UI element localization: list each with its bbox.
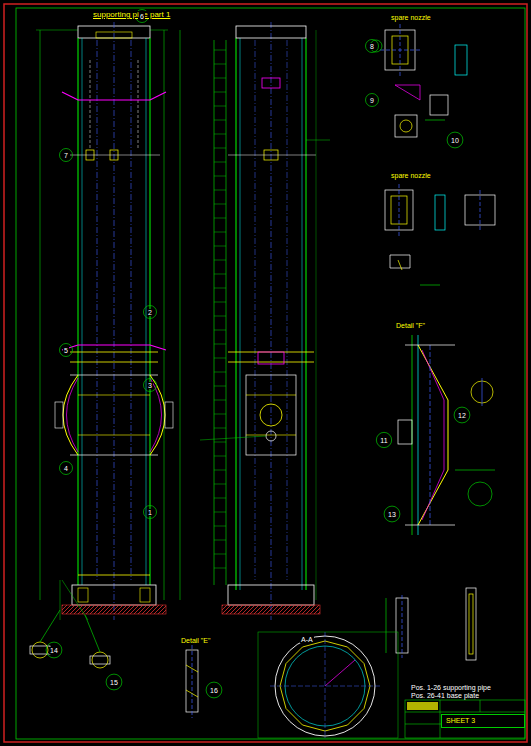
callout-circle xyxy=(206,682,222,698)
title-block-cell: SHEET 3 xyxy=(441,714,525,728)
callout-circle xyxy=(60,344,73,357)
callout-circle xyxy=(454,407,470,423)
drawing-label: Detail "E" xyxy=(180,637,211,644)
callout-circle xyxy=(106,674,122,690)
drawing-label: Detail "F" xyxy=(395,322,426,329)
node-text: SHEET 3 xyxy=(446,717,520,725)
callout-number: 8 xyxy=(369,43,375,50)
callout-circle xyxy=(144,506,157,519)
callout-circle xyxy=(447,132,463,148)
callout-circle xyxy=(46,642,62,658)
drawing-label: Pos. 26-41 base plate xyxy=(410,692,480,699)
callout-circle xyxy=(144,379,157,392)
callout-number: 16 xyxy=(209,687,219,694)
callout-circle xyxy=(376,432,391,447)
drawing-label: spare nozzle xyxy=(390,172,432,179)
callout-number: 13 xyxy=(387,511,397,518)
callout-number: 3 xyxy=(147,382,153,389)
callout-circle xyxy=(366,94,379,107)
callout-circle xyxy=(144,306,157,319)
drawing-label: Pos. 1-26 supporting pipe xyxy=(410,684,492,691)
callout-number: 9 xyxy=(369,97,375,104)
callout-number: 2 xyxy=(147,309,153,316)
callout-circle xyxy=(60,462,73,475)
callout-circle xyxy=(366,40,379,53)
drawing-title: supporting pipe part 1 xyxy=(92,11,171,19)
callout-number: 7 xyxy=(63,152,69,159)
callout-number: 5 xyxy=(63,347,69,354)
callout-number: 1 xyxy=(147,509,153,516)
callout-number: 11 xyxy=(379,437,388,444)
callout-circle xyxy=(60,149,73,162)
drawing-label: spare nozzle xyxy=(390,14,432,21)
callout-circle xyxy=(384,506,400,522)
callout-number: 15 xyxy=(109,679,119,686)
callout-number: 14 xyxy=(49,647,59,654)
callout-number: 10 xyxy=(450,137,460,144)
callout-number: 6 xyxy=(139,13,145,20)
callout-number: 12 xyxy=(457,412,467,419)
callout-number: 4 xyxy=(63,465,69,472)
drawing-label: A-A xyxy=(300,636,314,643)
